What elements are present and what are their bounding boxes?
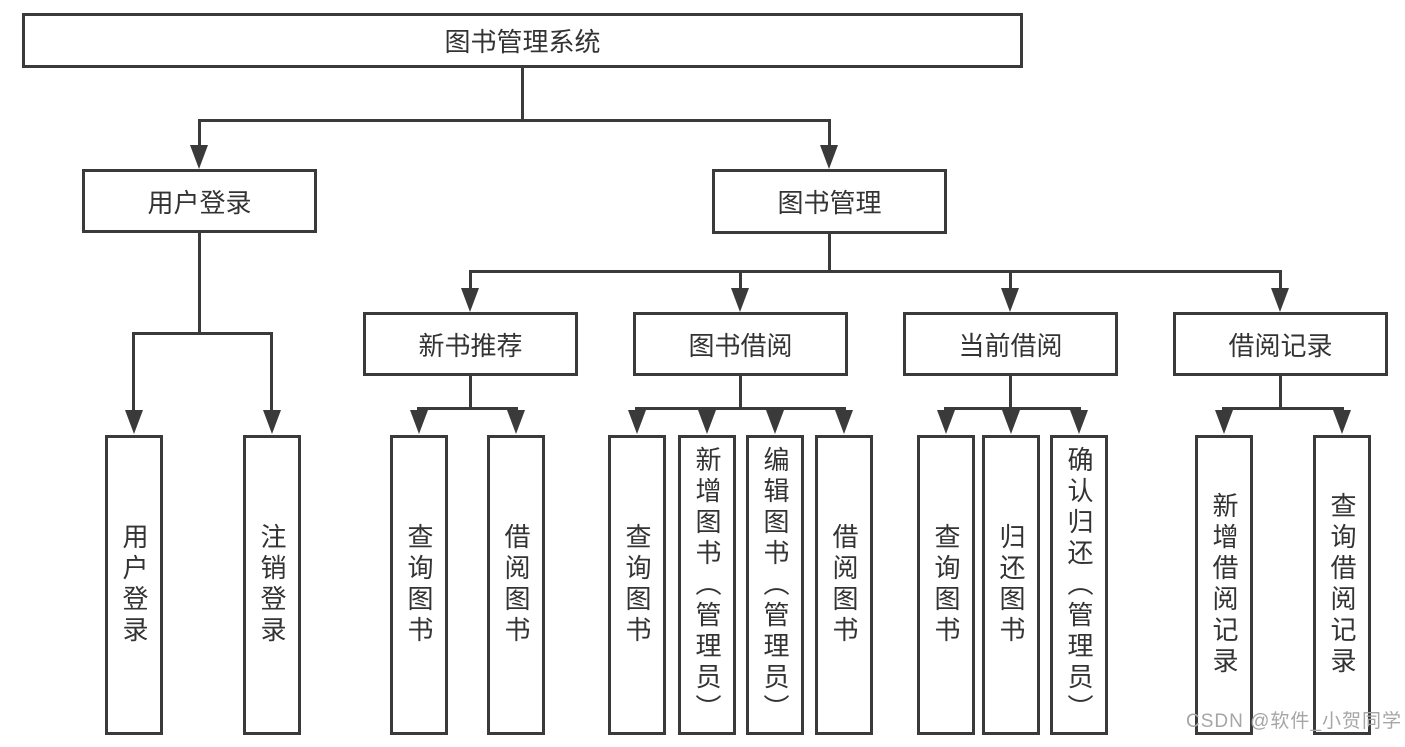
leaf-logout-login: 注销登录 [243, 435, 301, 735]
node-current-borrowing-label: 当前借阅 [958, 330, 1063, 361]
leaf-query-books-recommend-label: 查询图书 [404, 523, 434, 647]
edge-stub-user-login [198, 119, 201, 147]
node-borrowing-records-label: 借阅记录 [1228, 330, 1333, 361]
node-book-management: 图书管理 [712, 169, 947, 234]
arrow-down-icon [461, 288, 479, 312]
leaf-query-books-current-label: 查询图书 [931, 523, 961, 647]
node-user-login: 用户登录 [82, 169, 317, 233]
arrow-down-icon [410, 410, 428, 434]
edge-split-records [1222, 407, 1344, 410]
leaf-borrow-books: 借阅图书 [815, 435, 873, 735]
edge-stub-records [1279, 270, 1282, 290]
node-root: 图书管理系统 [22, 13, 1023, 68]
arrow-down-icon [820, 145, 838, 169]
edge-split-level2 [198, 119, 831, 122]
arrow-down-icon [190, 145, 208, 169]
leaf-edit-books-admin: 编辑图书（管理员） [746, 435, 804, 735]
leaf-add-books-admin-label: 新增图书（管理员） [692, 445, 722, 725]
leaf-borrow-books-recommend-label: 借阅图书 [501, 523, 531, 647]
edge-borrowing-stem [739, 376, 742, 410]
arrow-down-icon [766, 410, 784, 434]
arrow-down-icon [628, 410, 646, 434]
leaf-confirm-return-admin: 确认归还（管理员） [1050, 435, 1108, 735]
arrow-down-icon [507, 410, 525, 434]
leaf-query-borrow-record: 查询借阅记录 [1313, 435, 1371, 735]
node-new-book-recommend: 新书推荐 [363, 312, 578, 376]
edge-stub-borrowing [739, 270, 742, 290]
edge-stub-leaf-logout [270, 332, 273, 411]
arrow-down-icon [125, 410, 143, 434]
leaf-query-books-current: 查询图书 [917, 435, 975, 735]
edge-split-level3 [469, 270, 1282, 273]
leaf-borrow-books-recommend: 借阅图书 [487, 435, 545, 735]
edge-current-stem [1009, 376, 1012, 410]
arrow-down-icon [835, 410, 853, 434]
leaf-edit-books-admin-label: 编辑图书（管理员） [760, 445, 790, 725]
edge-split-borrowing [635, 407, 846, 410]
leaf-borrow-books-label: 借阅图书 [829, 523, 859, 647]
node-user-login-label: 用户登录 [147, 187, 252, 218]
node-book-management-label: 图书管理 [777, 188, 882, 218]
arrow-down-icon [937, 410, 955, 434]
node-root-label: 图书管理系统 [444, 27, 601, 57]
leaf-add-borrow-record-label: 新增借阅记录 [1209, 492, 1239, 678]
leaf-query-books-borrowing-label: 查询图书 [622, 523, 652, 647]
leaf-user-login-label: 用户登录 [119, 523, 149, 647]
leaf-query-borrow-record-label: 查询借阅记录 [1327, 492, 1357, 678]
arrow-down-icon [1333, 410, 1351, 434]
arrow-down-icon [731, 288, 749, 312]
edge-split-user-login [132, 332, 273, 335]
edge-split-current [944, 407, 1081, 410]
edge-recommend-stem [469, 376, 472, 410]
edge-records-stem [1279, 376, 1282, 410]
leaf-query-books-borrowing: 查询图书 [608, 435, 666, 735]
node-book-borrowing-label: 图书借阅 [688, 330, 793, 361]
edge-stub-book-management [828, 119, 831, 147]
leaf-confirm-return-admin-label: 确认归还（管理员） [1064, 445, 1094, 725]
arrow-down-icon [1215, 410, 1233, 434]
edge-split-recommend [417, 407, 518, 410]
arrow-down-icon [1070, 410, 1088, 434]
edge-user-login-stem [198, 233, 201, 335]
arrow-down-icon [1002, 410, 1020, 434]
edge-stub-leaf-login [132, 332, 135, 411]
edge-stub-recommend [469, 270, 472, 290]
leaf-query-books-recommend: 查询图书 [390, 435, 448, 735]
node-current-borrowing: 当前借阅 [903, 312, 1118, 376]
watermark: CSDN @软件_小贺同学 [1186, 711, 1402, 732]
node-new-book-recommend-label: 新书推荐 [418, 330, 523, 361]
edge-root-stem [521, 68, 524, 122]
leaf-return-books-label: 归还图书 [996, 523, 1026, 647]
arrow-down-icon [1001, 288, 1019, 312]
edge-book-management-stem [828, 234, 831, 273]
leaf-add-borrow-record: 新增借阅记录 [1195, 435, 1253, 735]
arrow-down-icon [698, 410, 716, 434]
leaf-return-books: 归还图书 [982, 435, 1040, 735]
node-borrowing-records: 借阅记录 [1173, 312, 1388, 376]
arrow-down-icon [1271, 288, 1289, 312]
arrow-down-icon [263, 410, 281, 434]
edge-stub-current [1009, 270, 1012, 290]
leaf-add-books-admin: 新增图书（管理员） [678, 435, 736, 735]
leaf-logout-login-label: 注销登录 [257, 523, 287, 647]
leaf-user-login: 用户登录 [105, 435, 163, 735]
node-book-borrowing: 图书借阅 [633, 312, 848, 376]
